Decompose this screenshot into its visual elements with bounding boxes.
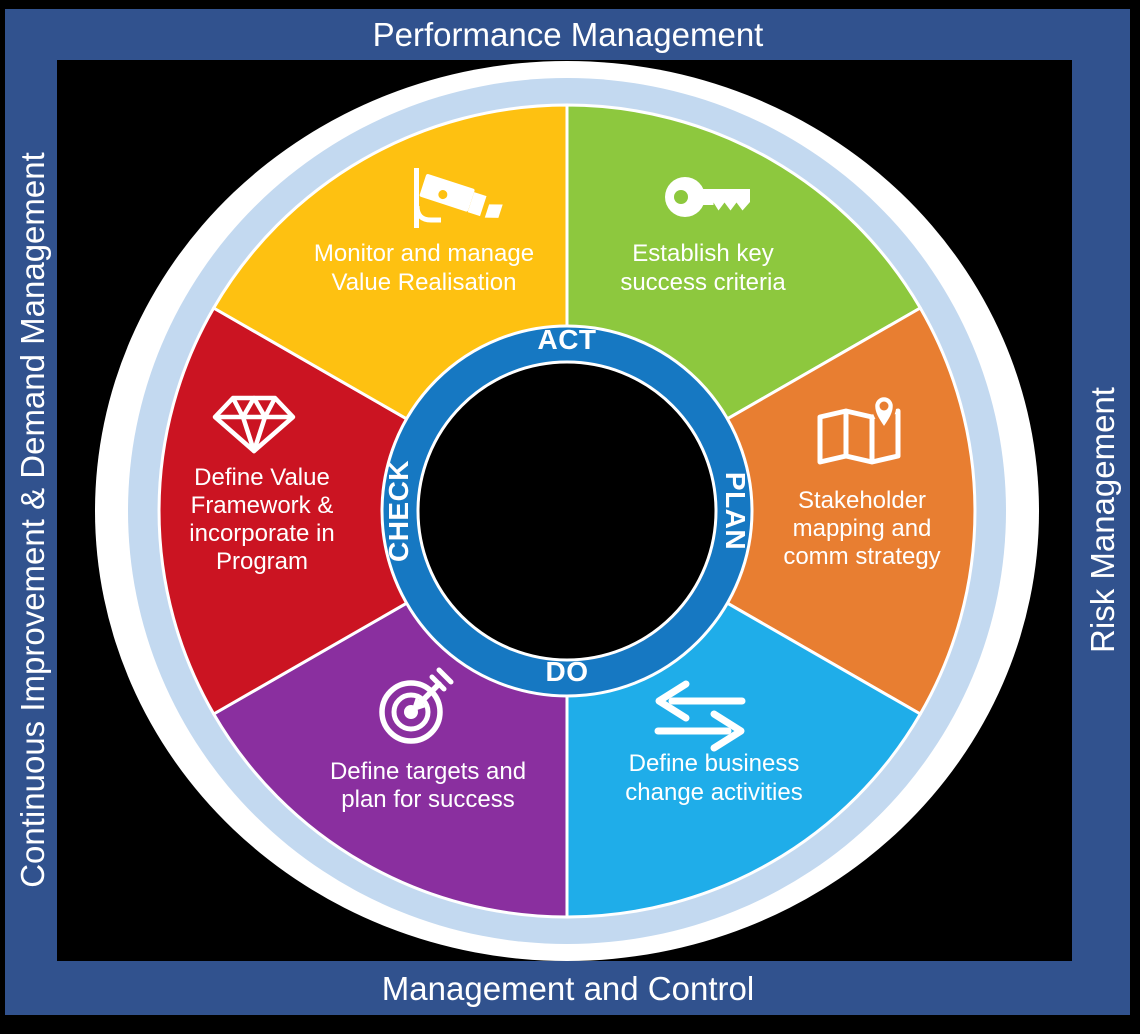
- segment-establish-text: Establish key success criteria: [620, 240, 786, 296]
- target-arrow-icon: [379, 667, 454, 744]
- segment-text-line: Stakeholder: [798, 487, 926, 514]
- frame-right-band: [1072, 9, 1130, 1015]
- segment-value-framework-text: Define Value Framework & incorporate in …: [189, 464, 334, 575]
- segment-text-line: incorporate in: [189, 520, 334, 547]
- segment-text-line: Define targets and: [330, 758, 526, 785]
- segment-text-line: mapping and: [793, 515, 932, 542]
- diamond-icon: [212, 395, 296, 454]
- segment-text-line: Define Value: [194, 464, 330, 491]
- key-icon: [665, 177, 750, 217]
- continuous-improvement-label: Continuous Improvement & Demand Manageme…: [14, 152, 51, 888]
- frame-bottom-band: [5, 961, 1130, 1015]
- risk-management-label: Risk Management: [1084, 387, 1121, 653]
- map-icon: [817, 393, 901, 465]
- hub-label-plan: PLAN: [720, 472, 751, 550]
- segment-text-line: Framework &: [191, 492, 334, 519]
- segment-text-line: Define business: [629, 750, 800, 777]
- segment-text-line: Monitor and manage: [314, 240, 534, 267]
- segment-text-line: plan for success: [341, 786, 514, 813]
- segment-text-line: change activities: [625, 779, 802, 806]
- segment-stakeholder-text: Stakeholder mapping and comm strategy: [783, 487, 940, 570]
- hub-label-do: DO: [546, 656, 589, 687]
- segment-monitor-text: Monitor and manage Value Realisation: [314, 240, 534, 296]
- hub-center: [416, 360, 718, 662]
- performance-management-label: Performance Management: [373, 16, 764, 53]
- segment-text-line: comm strategy: [783, 543, 940, 570]
- segment-text-line: Program: [216, 548, 308, 575]
- transfer-arrows-icon: [654, 680, 746, 752]
- segment-text-line: success criteria: [620, 269, 786, 296]
- frame-left-band: [5, 9, 57, 1015]
- segment-business-change-text: Define business change activities: [625, 750, 802, 806]
- segment-targets-text: Define targets and plan for success: [330, 758, 526, 813]
- hub-label-check: CHECK: [383, 460, 414, 562]
- hub-label-act: ACT: [537, 324, 596, 355]
- frame-top-band: [5, 9, 1130, 60]
- segment-text-line: Establish key: [632, 240, 773, 267]
- management-and-control-label: Management and Control: [382, 970, 754, 1007]
- cctv-camera-icon: [414, 168, 503, 228]
- segment-text-line: Value Realisation: [331, 269, 516, 296]
